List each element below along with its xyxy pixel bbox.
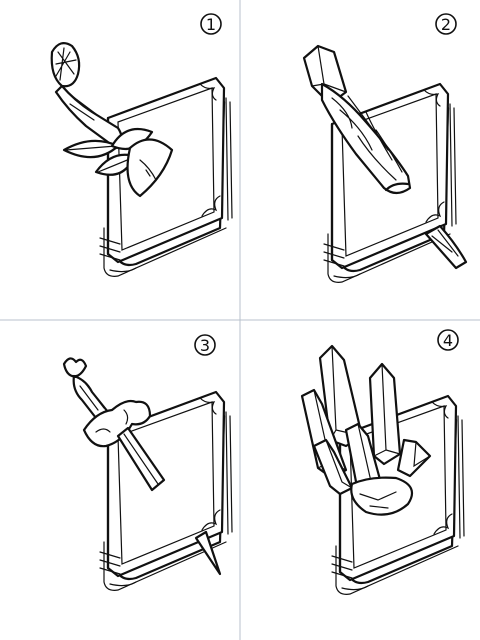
- panel-3: 3: [62, 334, 234, 592]
- panel-1: 1: [50, 13, 234, 278]
- crystals-on-book-icon: [300, 344, 432, 516]
- panel-number-1-label: 1: [206, 15, 216, 34]
- panel-4: 4: [300, 329, 466, 596]
- panel-number-2-label: 2: [441, 15, 451, 34]
- panel-number-3: 3: [194, 334, 216, 356]
- book-1-icon: [98, 76, 234, 278]
- rose-on-book-icon: [50, 41, 174, 198]
- panel-number-3-label: 3: [200, 336, 210, 355]
- staff-through-book-icon: [302, 44, 468, 270]
- panel-number-2: 2: [435, 13, 457, 35]
- dagger-through-book-icon: [62, 357, 222, 576]
- panel-number-4-label: 4: [443, 331, 453, 350]
- panel-number-1: 1: [200, 13, 222, 35]
- panel-number-4: 4: [437, 329, 459, 351]
- panel-2: 2: [302, 13, 468, 284]
